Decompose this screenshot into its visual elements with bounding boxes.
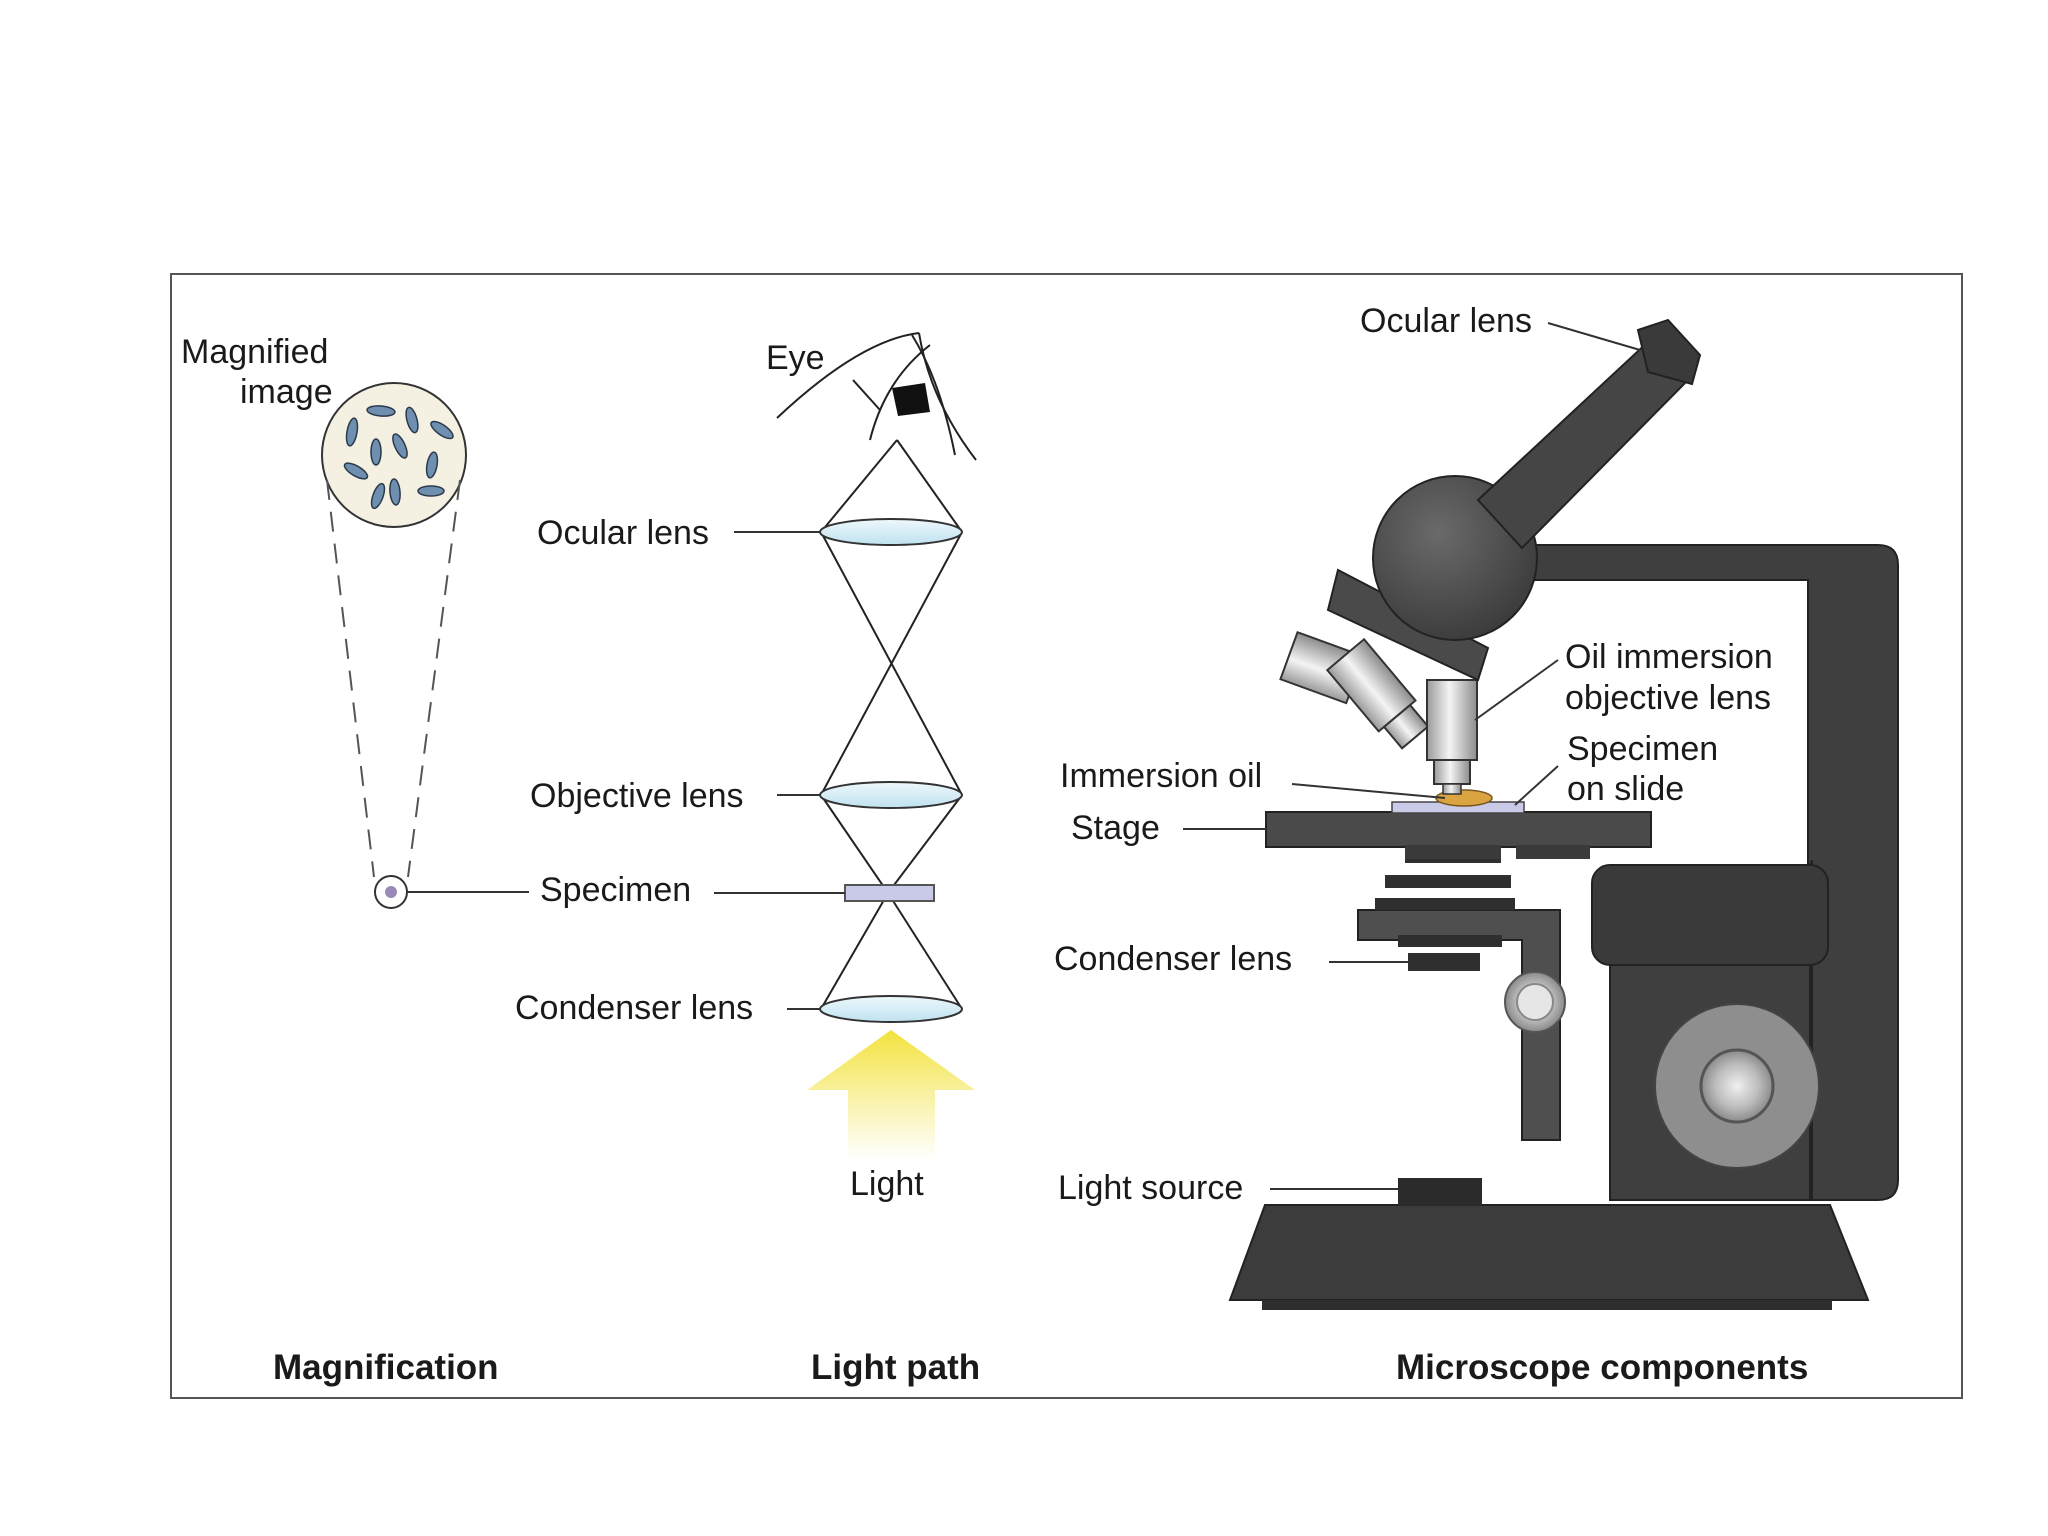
microscope-base: [1228, 1204, 1870, 1301]
eye-label: Eye: [766, 339, 825, 377]
stage-label: Stage: [1071, 809, 1160, 847]
component-condenser-lens-label: Condenser lens: [1054, 940, 1292, 978]
stage-clip-left: [1405, 845, 1501, 859]
specimen-label: Specimen: [540, 871, 691, 909]
bacteria-cells: [343, 405, 454, 510]
fine-focus-knob-center: [1516, 983, 1554, 1021]
microscope-stage: [1265, 811, 1652, 848]
focus-housing: [1591, 864, 1829, 966]
ocular-lens-label: Ocular lens: [537, 514, 709, 552]
condenser-bracket: [1357, 909, 1561, 1141]
oil-immersion-label-line2: objective lens: [1565, 679, 1771, 717]
microscope-base-edge: [1262, 1300, 1832, 1310]
light-rays: [820, 439, 963, 1010]
microscope-components-panel: Ocular lens Oil immersion objective lens…: [1054, 302, 1899, 1387]
condenser-lens-label: Condenser lens: [515, 989, 753, 1027]
component-ocular-lens-label: Ocular lens: [1360, 302, 1532, 340]
objective-lenses: [1279, 630, 1478, 795]
magnification-title: Magnification: [273, 1348, 499, 1387]
condenser-stack: [1375, 850, 1515, 971]
oil-immersion-label-line1: Oil immersion: [1565, 638, 1773, 676]
ocular-lens-shape: [819, 518, 963, 546]
light-path-connectors: [714, 531, 845, 1010]
specimen-slide-shape: [844, 884, 935, 902]
light-path-title: Light path: [811, 1348, 980, 1387]
light-label: Light: [850, 1165, 924, 1203]
eye-icon: [776, 332, 977, 461]
light-source-label: Light source: [1058, 1169, 1243, 1207]
magnification-dashed-lines: [326, 479, 461, 878]
microscope-components-title: Microscope components: [1396, 1348, 1808, 1387]
specimen-point-dot: [385, 886, 397, 898]
objective-lens-shape: [819, 781, 963, 809]
stage-clip: [1516, 845, 1590, 859]
magnified-image-label-line1: Magnified: [181, 333, 328, 371]
magnified-image-circle: [321, 382, 467, 528]
oil-immersion-objective: [1426, 679, 1478, 761]
light-path-panel: Eye Ocular le: [515, 332, 980, 1387]
objective-lens-label: Objective lens: [530, 777, 744, 815]
magnification-panel: Magnified image Magnification: [181, 333, 529, 1387]
light-source-block: [1398, 1178, 1482, 1206]
specimen-on-slide-label-line1: Specimen: [1567, 730, 1718, 768]
magnified-image-label-line2: image: [240, 373, 333, 411]
coarse-focus-knob-inner: [1699, 1048, 1775, 1124]
specimen-on-slide-label-line2: on slide: [1567, 770, 1684, 808]
light-arrow: [807, 1030, 975, 1160]
component-leader-lines: [1183, 322, 1641, 1190]
eyepiece-cap: [1636, 318, 1702, 386]
eye-pupil: [892, 383, 930, 416]
condenser-lens-shape: [819, 995, 963, 1023]
immersion-oil-label: Immersion oil: [1060, 757, 1262, 795]
